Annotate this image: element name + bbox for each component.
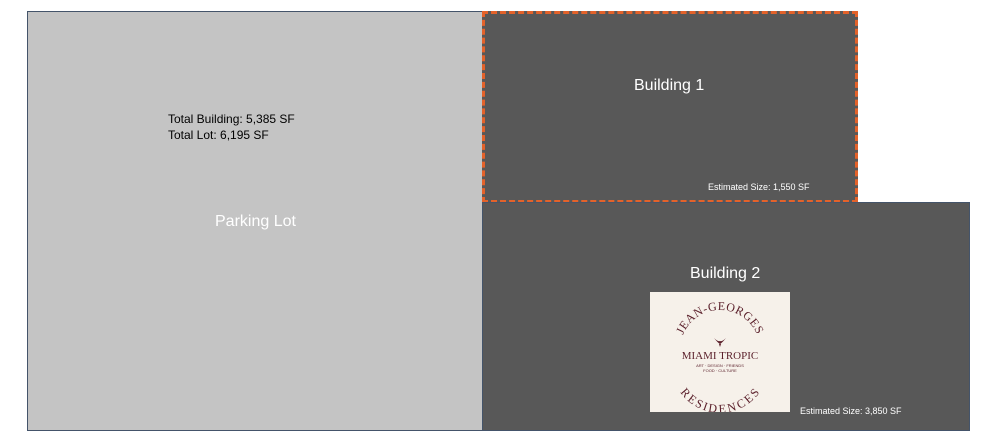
building-2-label: Building 2 bbox=[690, 265, 761, 282]
parking-lot-label: Parking Lot bbox=[215, 213, 296, 230]
total-building-text: Total Building: 5,385 SF bbox=[168, 112, 295, 126]
totals-block: Total Building: 5,385 SF Total Lot: 6,19… bbox=[168, 111, 295, 143]
building-1-label: Building 1 bbox=[634, 77, 705, 94]
total-lot-text: Total Lot: 6,195 SF bbox=[168, 128, 269, 142]
svg-text:RESIDENCES: RESIDENCES bbox=[678, 385, 763, 412]
logo-tagline-2: FOOD · CULTURE bbox=[703, 368, 737, 373]
jean-georges-logo: JEAN-GEORGES MIAMI TROPIC ART · DESIGN ·… bbox=[650, 292, 790, 412]
bird-icon bbox=[714, 338, 726, 347]
logo-graphic: JEAN-GEORGES MIAMI TROPIC ART · DESIGN ·… bbox=[673, 299, 767, 412]
building-2-estimated-size: Estimated Size: 3,850 SF bbox=[800, 406, 902, 416]
building-1-estimated-size: Estimated Size: 1,550 SF bbox=[708, 182, 810, 192]
logo-middle-text: MIAMI TROPIC bbox=[682, 350, 759, 362]
logo-tagline-1: ART · DESIGN · FRIENDS bbox=[696, 363, 744, 368]
logo-bottom-arc-text: RESIDENCES bbox=[678, 385, 762, 412]
logo-top-arc-text: JEAN-GEORGES bbox=[673, 299, 767, 336]
parking-lot-region bbox=[27, 11, 483, 431]
building-1-region bbox=[482, 11, 858, 203]
svg-text:JEAN-GEORGES: JEAN-GEORGES bbox=[673, 299, 767, 336]
